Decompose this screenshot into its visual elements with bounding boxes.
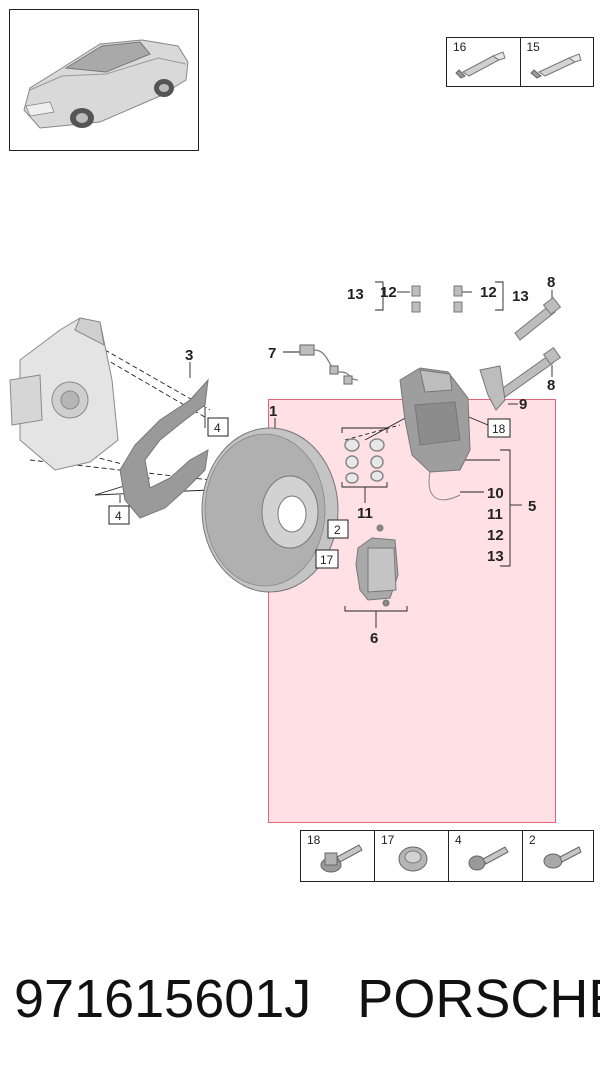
callout-bracket: 9 — [519, 396, 527, 413]
svg-text:4: 4 — [115, 509, 122, 523]
brake-splash-shield — [119, 378, 209, 519]
callout-cap-left-12: 12 — [380, 284, 397, 301]
bolt-number: 4 — [455, 833, 462, 847]
callout-seals: 11 — [357, 505, 373, 522]
callout-cap-left-13: 13 — [347, 286, 364, 303]
caliper-seals — [344, 438, 385, 484]
vehicle-thumbnail — [9, 9, 199, 151]
tube-icon — [529, 53, 582, 79]
svg-text:4: 4 — [214, 421, 221, 435]
brand-name: PORSCHE — [357, 969, 600, 1029]
fastener-box: 18 17 4 2 — [300, 830, 594, 882]
bolt-number: 18 — [307, 833, 321, 847]
bolt-number: 2 — [529, 833, 536, 847]
brake-disc — [201, 427, 339, 593]
tube-cell-16[interactable]: 16 — [447, 38, 520, 86]
boxed-callout-shield-bolt-b[interactable]: 4 — [108, 505, 130, 525]
brake-pads — [355, 524, 399, 607]
hex-bolt-icon — [468, 846, 509, 871]
bleed-caps — [411, 285, 463, 313]
caliper-bracket — [479, 365, 506, 411]
boxed-callout-shield-bolt-a[interactable]: 4 — [207, 417, 229, 437]
callout-cap-right-13: 13 — [512, 288, 529, 305]
svg-text:17: 17 — [320, 553, 334, 567]
brake-caliper — [399, 367, 471, 501]
callout-pads: 6 — [370, 630, 378, 647]
boxed-callout-caliper-bolt[interactable]: 18 — [487, 418, 511, 438]
callout-cap-right-12: 12 — [480, 284, 497, 301]
boxed-callout-disc-bolt[interactable]: 17 — [315, 549, 339, 569]
callout-wear-sensor: 7 — [268, 345, 276, 362]
lubricant-box: 16 15 — [446, 37, 594, 87]
countersunk-screw-icon — [543, 846, 582, 869]
callout-kit-11: 11 — [487, 506, 503, 523]
bolt-cell-18[interactable]: 18 — [301, 831, 374, 881]
bolt-cell-2[interactable]: 2 — [522, 831, 596, 881]
callout-bolt-8b: 8 — [547, 377, 555, 394]
bolt-cell-17[interactable]: 17 — [374, 831, 448, 881]
tube-icon — [455, 51, 506, 79]
callout-kit-10: 10 — [487, 485, 504, 502]
callout-shield: 3 — [185, 347, 193, 364]
boxed-callout-disc-screw[interactable]: 2 — [327, 519, 349, 539]
tube-cell-15[interactable]: 15 — [519, 38, 594, 86]
bolt-number: 17 — [381, 833, 395, 847]
wheel-hub-knuckle — [9, 317, 119, 471]
flange-bolt-icon — [320, 844, 363, 873]
callout-bolt-8a: 8 — [547, 274, 555, 291]
caliper-bolts — [499, 296, 562, 398]
car-illustration — [23, 39, 189, 129]
part-footer: 971615601J PORSCHE — [14, 968, 600, 1030]
svg-text:2: 2 — [334, 523, 341, 537]
part-number: 971615601J — [14, 969, 312, 1029]
cap-bolt-icon — [398, 846, 428, 872]
tube-number: 16 — [453, 40, 467, 54]
callout-kit-13: 13 — [487, 548, 504, 565]
tube-number: 15 — [526, 40, 540, 54]
bolt-cell-4[interactable]: 4 — [448, 831, 522, 881]
wear-sensor — [299, 344, 359, 385]
callout-disc: 1 — [269, 403, 277, 420]
callout-caliper: 5 — [528, 498, 536, 515]
callout-kit-12: 12 — [487, 527, 504, 544]
svg-text:18: 18 — [492, 422, 506, 436]
